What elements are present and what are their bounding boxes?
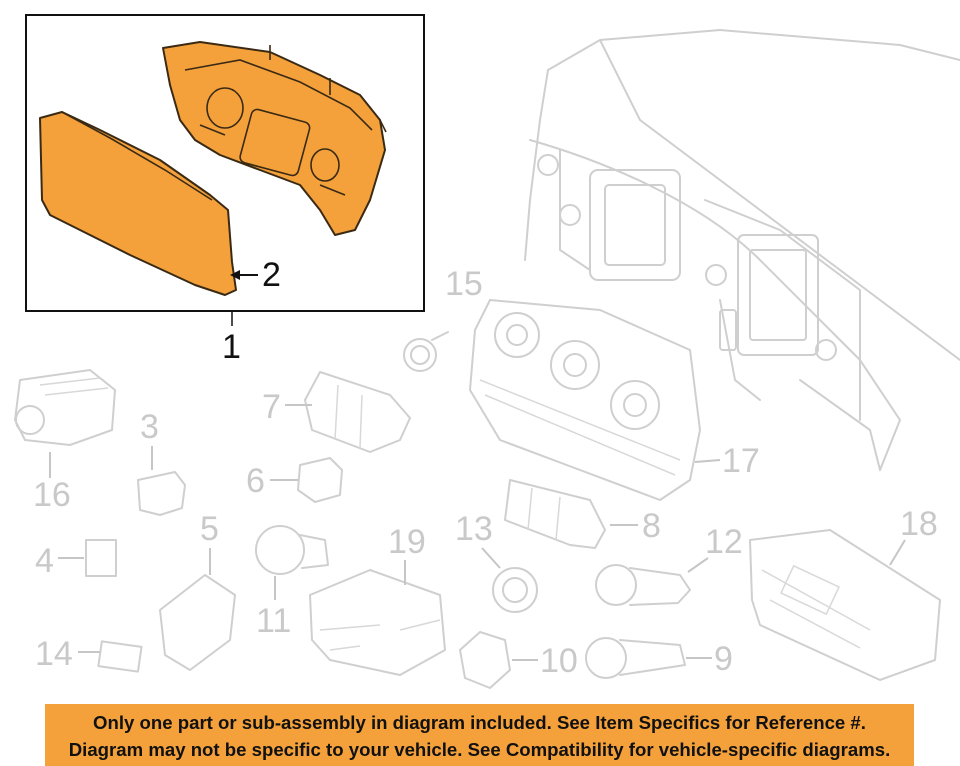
disclaimer-line-2: Diagram may not be specific to your vehi… bbox=[68, 739, 891, 760]
callout-18: 18 bbox=[900, 505, 938, 543]
part-5-switch bbox=[159, 574, 236, 671]
cluster-lens bbox=[39, 111, 237, 296]
part-6-bulb bbox=[297, 457, 343, 503]
highlight-box bbox=[25, 14, 425, 326]
callout-4: 4 bbox=[35, 542, 54, 580]
disclaimer-banner: Only one part or sub-assembly in diagram… bbox=[45, 704, 914, 766]
callout-2: 2 bbox=[262, 256, 281, 294]
part-13-ring bbox=[492, 567, 538, 613]
callout-14: 14 bbox=[35, 635, 73, 673]
disclaimer-line-1: Only one part or sub-assembly in diagram… bbox=[93, 712, 866, 733]
part-10-connector bbox=[459, 631, 511, 689]
callout-9: 9 bbox=[714, 640, 733, 678]
callout-3: 3 bbox=[140, 408, 159, 446]
callout-10: 10 bbox=[540, 642, 578, 680]
part-14-label bbox=[97, 640, 143, 673]
callout-16: 16 bbox=[33, 476, 71, 514]
part-8-switch-bank bbox=[504, 479, 606, 549]
callout-6: 6 bbox=[246, 462, 265, 500]
callout-12: 12 bbox=[705, 523, 743, 561]
callout-1: 1 bbox=[222, 328, 241, 366]
callout-17: 17 bbox=[722, 442, 760, 480]
part-15-socket bbox=[403, 331, 449, 372]
part-18-control-panel bbox=[749, 529, 941, 681]
part-16-switch bbox=[14, 369, 116, 446]
callout-15: 15 bbox=[445, 265, 483, 303]
part-12-socket bbox=[595, 564, 691, 606]
part-3-knob bbox=[137, 471, 186, 516]
callout-8: 8 bbox=[642, 507, 661, 545]
callout-11: 11 bbox=[256, 602, 291, 640]
callout-2-arrowhead bbox=[230, 270, 240, 280]
part-9-socket bbox=[585, 637, 686, 679]
part-19-switch-module bbox=[309, 569, 446, 676]
part-4-clip bbox=[85, 539, 117, 577]
instrument-cluster-housing bbox=[162, 41, 387, 236]
part-7-switch-bank bbox=[304, 371, 411, 453]
callout-7: 7 bbox=[262, 388, 281, 426]
part-11-lighter bbox=[255, 525, 329, 575]
callout-19: 19 bbox=[388, 523, 426, 561]
dashboard-outline bbox=[524, 29, 960, 471]
callout-13: 13 bbox=[455, 510, 493, 548]
callout-5: 5 bbox=[200, 510, 219, 548]
part-17-climate-control bbox=[469, 299, 701, 501]
